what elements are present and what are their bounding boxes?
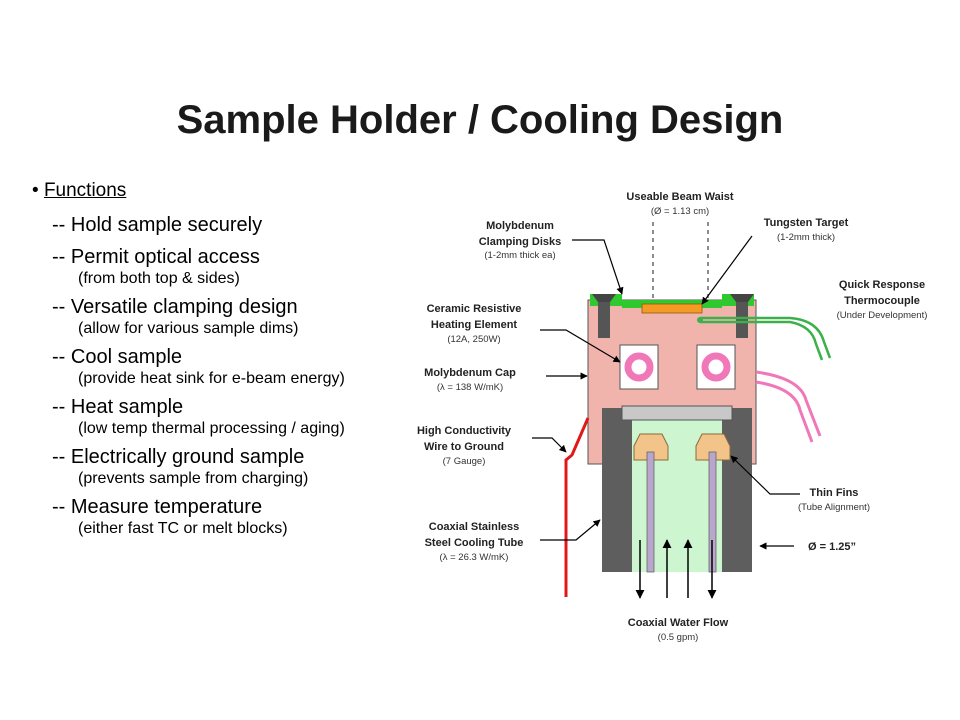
- sub-fins: (Tube Alignment): [798, 502, 870, 513]
- function-item: -- Measure temperature (either fast TC or…: [52, 494, 412, 538]
- sub-thermocouple: (Under Development): [837, 310, 928, 321]
- function-item: -- Heat sample (low temp thermal processi…: [52, 394, 412, 438]
- function-sub: (provide heat sink for e-beam energy): [78, 370, 345, 387]
- leader-ceramic: [540, 329, 621, 363]
- label-wire-2: Wire to Ground: [424, 441, 504, 453]
- leader-moly-disks: [572, 239, 624, 295]
- page-title: Sample Holder / Cooling Design: [176, 98, 784, 142]
- cap-plate: [621, 405, 733, 421]
- function-item: -- Hold sample securely: [52, 212, 412, 238]
- function-main: -- Versatile clamping design: [52, 296, 298, 318]
- function-item: -- Permit optical access (from both top &…: [52, 244, 412, 288]
- sub-tungsten: (1-2mm thick): [777, 232, 835, 243]
- function-main: -- Measure temperature: [52, 496, 263, 518]
- leader-tungsten: [701, 235, 753, 305]
- tube-wall-right: [722, 408, 752, 572]
- label-diameter: Ø = 1.25”: [808, 541, 856, 553]
- clamp-screw-left: [592, 294, 616, 302]
- label-tube-2: Steel Cooling Tube: [425, 537, 524, 549]
- thermocouple-tip: [697, 317, 703, 323]
- label-wire-1: High Conductivity: [417, 425, 512, 437]
- heating-coil-left: [624, 352, 654, 382]
- sub-moly-disks: (1-2mm thick ea): [484, 250, 555, 261]
- function-main: -- Permit optical access: [52, 246, 260, 268]
- clamping-disk-top-left: [598, 294, 610, 338]
- leader-fins: [730, 455, 800, 495]
- function-item: -- Electrically ground sample (prevents s…: [52, 444, 412, 488]
- function-sub: (prevents sample from charging): [78, 470, 309, 487]
- leader-wire: [532, 437, 567, 453]
- function-sub: (low temp thermal processing / aging): [78, 420, 345, 437]
- function-sub: (either fast TC or melt blocks): [78, 520, 288, 537]
- clamping-disk-top-right: [736, 294, 748, 338]
- function-item: -- Cool sample (provide heat sink for e-b…: [52, 344, 412, 388]
- label-tungsten: Tungsten Target: [764, 217, 849, 229]
- label-thermocouple-2: Thermocouple: [844, 295, 920, 307]
- thermocouple-wire-1: [700, 316, 832, 359]
- function-main: -- Heat sample: [52, 396, 184, 418]
- sub-ceramic: (12A, 250W): [447, 334, 500, 345]
- sub-moly-cap: (λ = 138 W/mK): [437, 382, 503, 393]
- leader-tube: [540, 519, 601, 541]
- heater-wire-1: [755, 370, 822, 437]
- label-moly-disks-1: Molybdenum: [486, 220, 554, 232]
- function-main: -- Electrically ground sample: [52, 446, 305, 468]
- sub-water: (0.5 gpm): [658, 632, 699, 643]
- sub-wire: (7 Gauge): [443, 456, 486, 467]
- tungsten-target: [641, 303, 703, 314]
- function-main: -- Cool sample: [52, 346, 183, 368]
- label-moly-cap: Molybdenum Cap: [424, 367, 516, 379]
- thermocouple-wire-2: [700, 320, 824, 361]
- function-sub: (allow for various sample dims): [78, 320, 299, 337]
- heater-wire-2: [755, 380, 814, 443]
- label-tube-1: Coaxial Stainless: [429, 521, 520, 533]
- fin-right: [695, 433, 731, 461]
- label-moly-disks-2: Clamping Disks: [479, 236, 562, 248]
- label-beam-waist: Useable Beam Waist: [626, 191, 734, 203]
- label-fins: Thin Fins: [810, 487, 859, 499]
- heating-coil-right: [701, 352, 731, 382]
- functions-heading-text: Functions: [43, 180, 127, 201]
- functions-heading: • Functions: [32, 180, 127, 201]
- clamp-screw-right: [730, 294, 754, 302]
- label-ceramic-2: Heating Element: [431, 319, 518, 331]
- sub-tube: (λ = 26.3 W/mK): [440, 552, 509, 563]
- function-item: -- Versatile clamping design (allow for v…: [52, 294, 412, 338]
- function-sub: (from both top & sides): [78, 270, 240, 287]
- ground-wire: [564, 417, 590, 597]
- fin-left: [633, 433, 669, 461]
- function-main: -- Hold sample securely: [52, 214, 263, 236]
- inner-tube-left: [646, 451, 655, 573]
- tube-wall-left: [602, 408, 632, 572]
- functions-list: • Functions -- Hold sample securely -- P…: [32, 180, 412, 544]
- label-water: Coaxial Water Flow: [628, 617, 729, 629]
- label-ceramic-1: Ceramic Resistive: [427, 303, 522, 315]
- sub-beam-waist: (Ø = 1.13 cm): [651, 206, 709, 217]
- label-thermocouple-1: Quick Response: [839, 279, 925, 291]
